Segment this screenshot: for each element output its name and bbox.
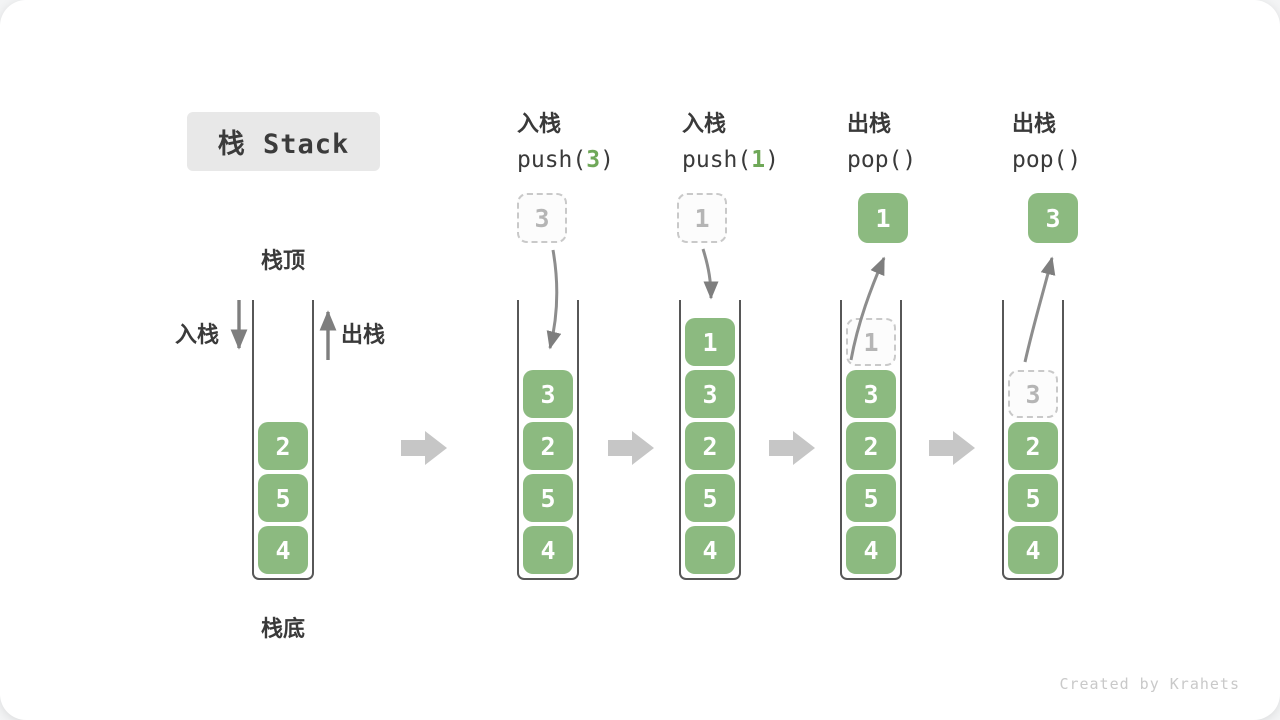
stack-initial: 2 5 4	[252, 300, 314, 580]
stage-pop3-header: 出栈 pop()	[1012, 106, 1162, 173]
stack-element: 2	[846, 422, 896, 470]
stack-element: 4	[685, 526, 735, 574]
pop-side-label: 出栈	[341, 323, 386, 348]
stack-after-pop3: 3 2 5 4	[1002, 300, 1064, 580]
title-badge: 栈 Stack	[187, 112, 380, 171]
push3-code: push(3)	[517, 147, 667, 173]
floating-element-popped-1: 1	[858, 193, 908, 243]
code-post: )	[902, 147, 917, 173]
stage-push3-header: 入栈 push(3)	[517, 106, 667, 173]
stack-element: 5	[523, 474, 573, 522]
push-label: 入栈	[682, 112, 727, 137]
code-pre: push(	[517, 147, 587, 173]
pop-label: 出栈	[1012, 112, 1057, 137]
code-arg: 3	[586, 147, 601, 173]
stack-element: 4	[523, 526, 573, 574]
stack-element: 5	[258, 474, 308, 522]
stack-element: 3	[846, 370, 896, 418]
step-arrow-icon	[401, 431, 447, 465]
stack-after-push1: 1 3 2 5 4	[679, 300, 741, 580]
step-arrow-icon	[769, 431, 815, 465]
stack-element: 4	[1008, 526, 1058, 574]
stack-element-removed: 3	[1008, 370, 1058, 418]
stack-element: 4	[258, 526, 308, 574]
stack-element: 5	[685, 474, 735, 522]
code-arg: 1	[751, 147, 766, 173]
stack-element: 1	[685, 318, 735, 366]
code-pre: push(	[682, 147, 752, 173]
stack-top-label: 栈顶	[260, 249, 305, 274]
stack-element: 4	[846, 526, 896, 574]
stack-element: 2	[523, 422, 573, 470]
stack-after-pop1: 1 3 2 5 4	[840, 300, 902, 580]
pop1-code: pop()	[847, 147, 997, 173]
step-arrow-icon	[929, 431, 975, 465]
code-pre: pop(	[1012, 147, 1068, 173]
stage-pop1-header: 出栈 pop()	[847, 106, 997, 173]
code-post: )	[765, 147, 779, 173]
code-post: )	[600, 147, 614, 173]
floating-element-dashed-3: 3	[517, 193, 567, 243]
stack-element: 5	[1008, 474, 1058, 522]
stack-element: 2	[685, 422, 735, 470]
stage-push1-header: 入栈 push(1)	[682, 106, 832, 173]
floating-element-dashed-1: 1	[677, 193, 727, 243]
stack-element: 3	[685, 370, 735, 418]
pop-label: 出栈	[847, 112, 892, 137]
stack-element: 3	[523, 370, 573, 418]
floating-element-popped-3: 3	[1028, 193, 1078, 243]
push-label: 入栈	[517, 112, 562, 137]
stack-element-removed: 1	[846, 318, 896, 366]
stack-element: 5	[846, 474, 896, 522]
push1-code: push(1)	[682, 147, 832, 173]
push1-into-stack-arrow-icon	[701, 248, 719, 300]
pop3-code: pop()	[1012, 147, 1162, 173]
push-side-label: 入栈	[175, 323, 220, 348]
stack-after-push3: 3 2 5 4	[517, 300, 579, 580]
stack-element: 2	[1008, 422, 1058, 470]
code-pre: pop(	[847, 147, 903, 173]
step-arrow-icon	[608, 431, 654, 465]
stack-bottom-label: 栈底	[260, 617, 305, 642]
watermark: Created by Krahets	[1059, 675, 1240, 693]
stack-element: 2	[258, 422, 308, 470]
code-post: )	[1067, 147, 1082, 173]
